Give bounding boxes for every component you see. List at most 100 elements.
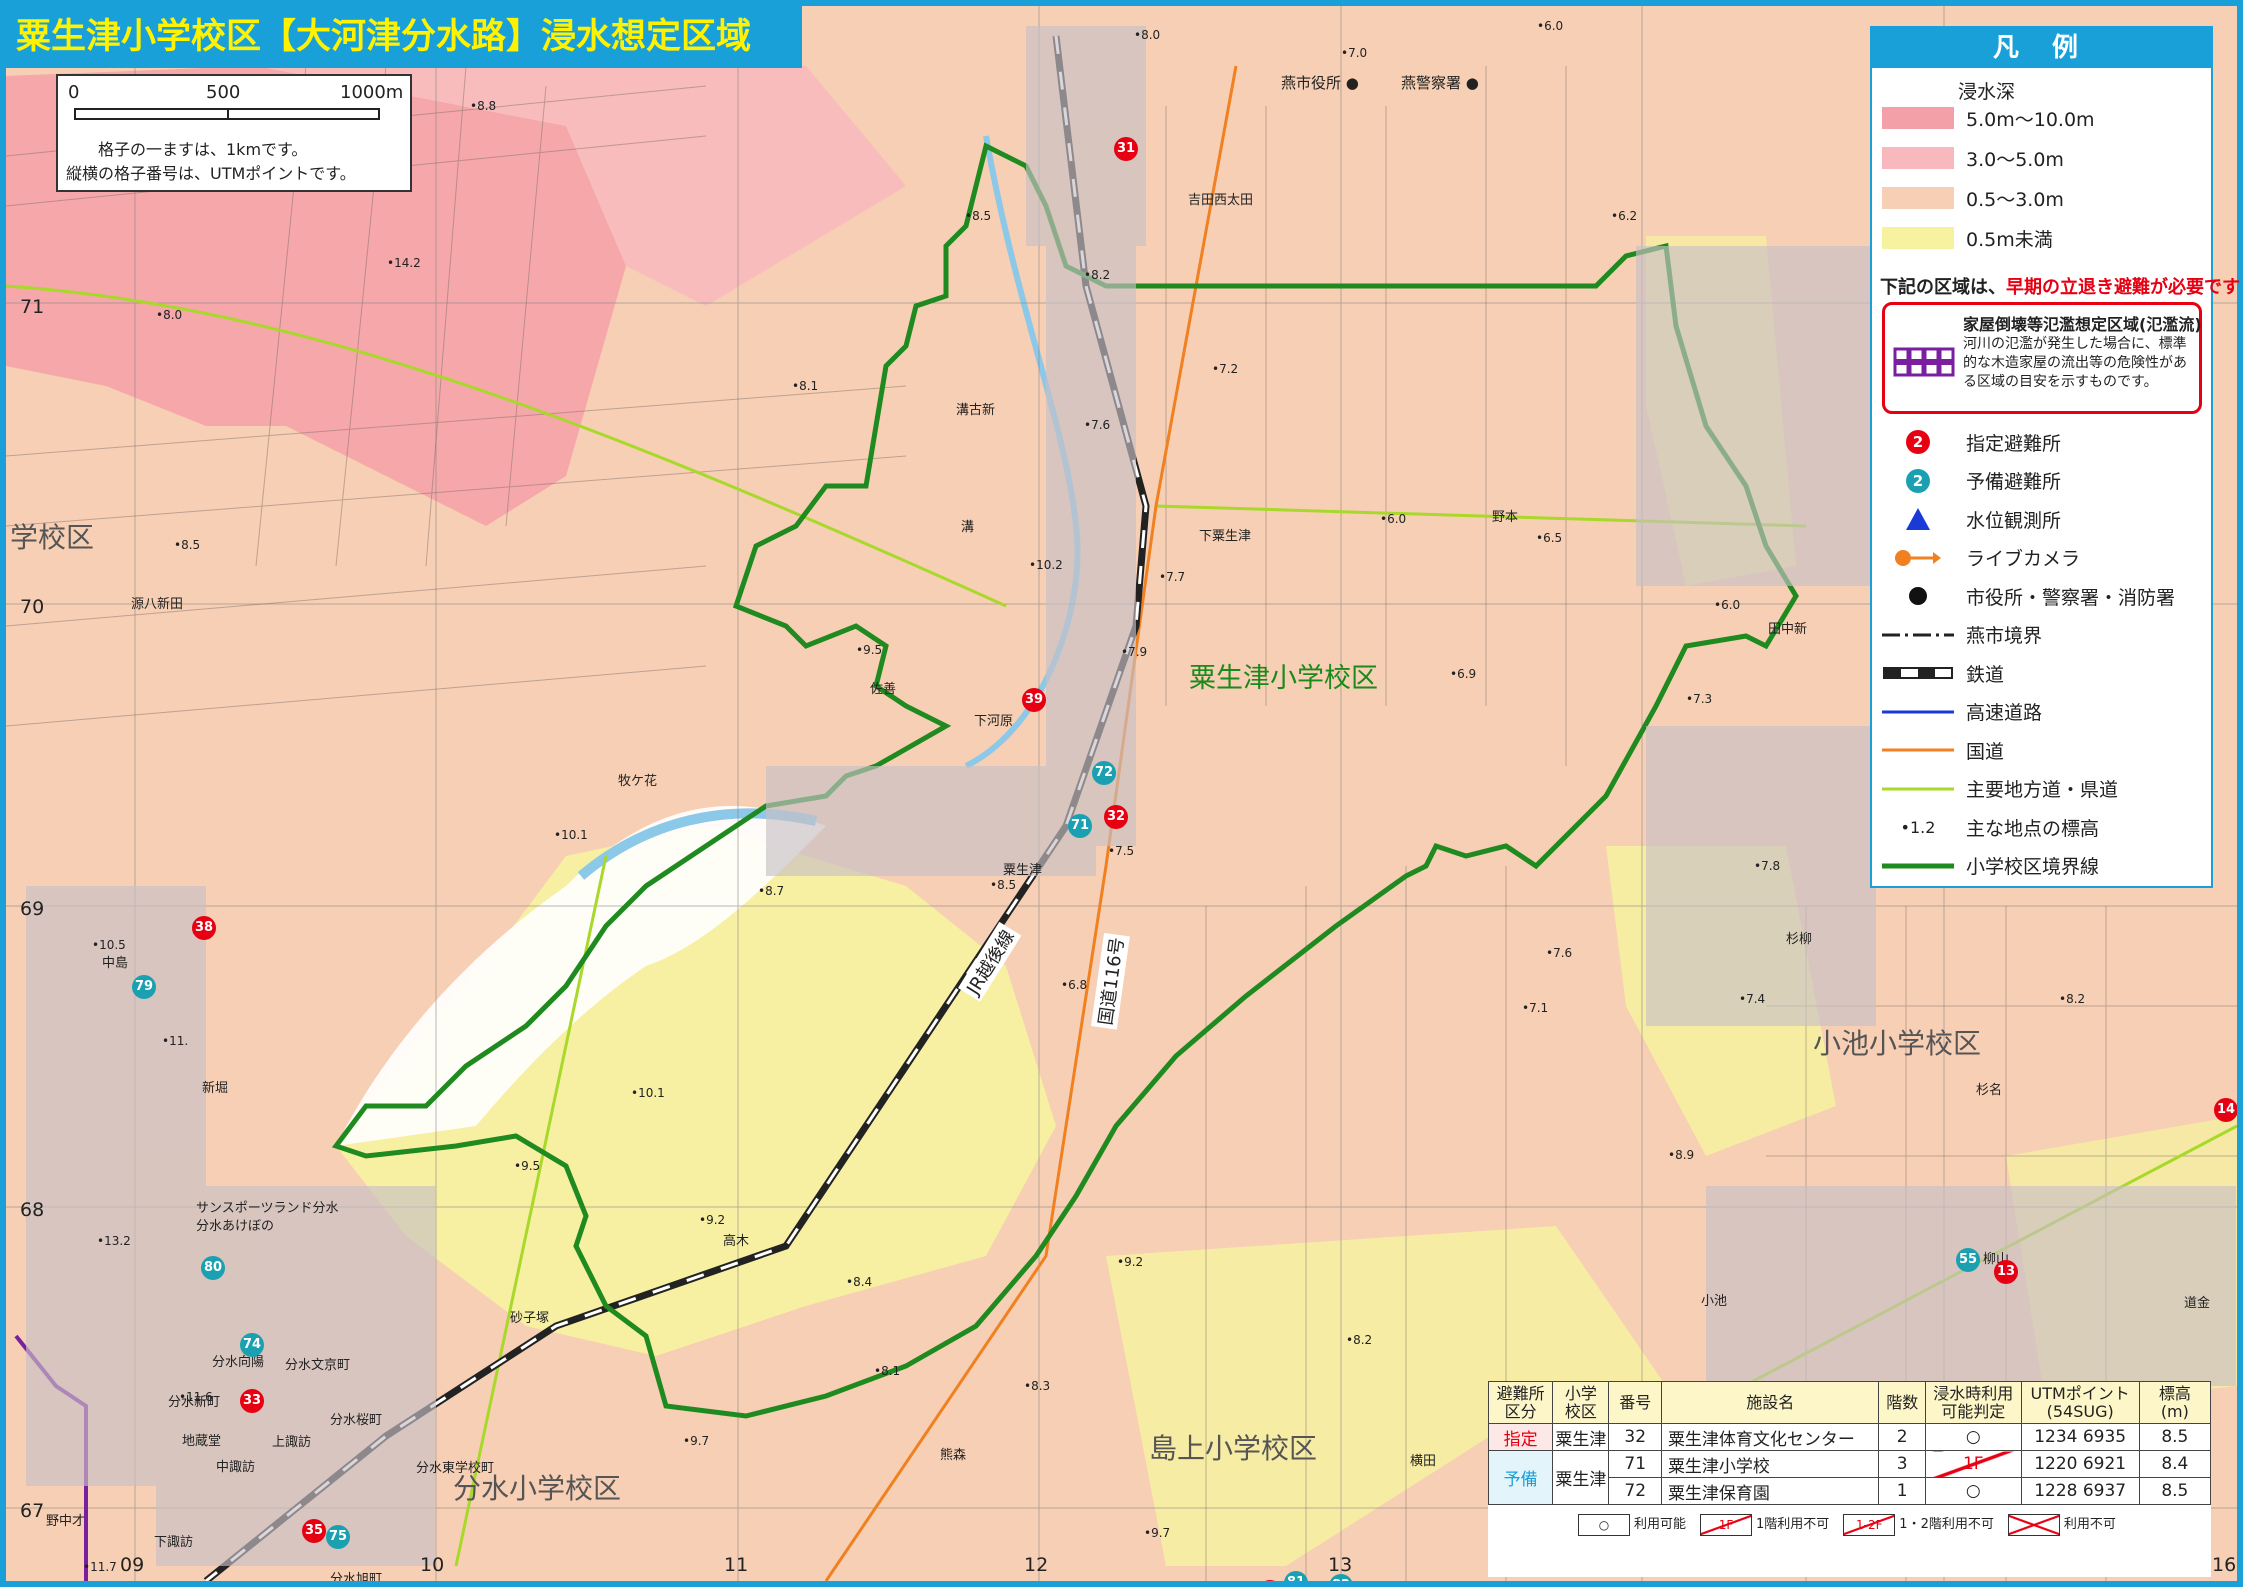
table-header-cell: 避難所区分 — [1487, 1381, 1554, 1424]
legend-warning-emphasis: 早期の立退き避難が必要です — [2006, 277, 2240, 298]
elevation-label: •7.6 — [1084, 418, 1111, 432]
place-label: 杉名 — [1976, 1083, 2003, 1098]
railway-icon — [1882, 659, 1954, 687]
elevation-label: •8.2 — [2059, 992, 2086, 1006]
blue-triangle-icon — [1882, 505, 1954, 533]
reserve-shelter-marker[interactable]: 79 — [132, 975, 156, 999]
red-circle-2-icon: 2 — [1882, 428, 1954, 456]
legend-symbol-label: 国道 — [1966, 740, 2005, 763]
office-name: 燕市役所 — [1281, 74, 1342, 92]
legend-warning: 下記の区域は、早期の立退き避難が必要です — [1880, 273, 2240, 299]
office-dot-icon: ● — [1341, 74, 1359, 92]
prefectural-road-3 — [454, 855, 608, 1567]
office-label: 燕市役所 ● — [1281, 72, 1359, 93]
place-label: 分水あけぼの — [196, 1219, 275, 1234]
elevation-label: •8.5 — [965, 209, 992, 223]
reserve-shelter-marker[interactable]: 81 — [1284, 1571, 1308, 1581]
shelter-name: 粟生津体育文化センター — [1660, 1423, 1880, 1451]
legend-symbol-label: 主な地点の標高 — [1966, 817, 2100, 840]
legend-symbol-item: ライブカメラ — [1882, 544, 2080, 572]
designated-shelter-marker[interactable]: 14 — [2214, 1098, 2237, 1122]
office-dot-icon: ● — [1461, 74, 1479, 92]
scale-box: 0 500 1000m 格子の一ますは、1kmです。 縦横の格子番号は、UTMポ… — [56, 74, 412, 192]
shelter-utm: 1220 6921 — [2020, 1450, 2140, 1478]
shelter-elevation: 8.5 — [2138, 1423, 2212, 1451]
shelter-district: 粟生津 — [1552, 1450, 1610, 1505]
elevation-label: •9.7 — [1144, 1526, 1171, 1540]
reserve-shelter-marker[interactable]: 72 — [1092, 761, 1116, 785]
school-district-label: 分水小学校区 — [453, 1472, 622, 1505]
reserve-shelter-marker[interactable]: 74 — [240, 1333, 264, 1357]
designated-shelter-marker[interactable]: 39 — [1022, 688, 1046, 712]
reserve-shelter-marker[interactable]: 80 — [201, 1256, 225, 1280]
svg-text:2: 2 — [1913, 472, 1923, 490]
place-label: 牧ケ花 — [618, 774, 658, 789]
place-label: 源八新田 — [131, 597, 184, 612]
table-header-cell: 施設名 — [1660, 1381, 1880, 1424]
elevation-sample: •1.2 — [1900, 817, 1936, 837]
designated-shelter-marker[interactable]: 32 — [1104, 805, 1128, 829]
place-label: 分水桜町 — [330, 1413, 383, 1428]
school-district-label: 粟生津小学校区 — [1189, 663, 1378, 694]
shelter-floors: 1 — [1878, 1477, 1926, 1505]
elevation-label: •11.6 — [179, 1390, 213, 1404]
shelter-name: 粟生津保育園 — [1660, 1477, 1880, 1505]
flood-map[interactable]: 粟生津小学校区小池小学校区島上小学校区分水小学校区学校区吉田西太田溝古新溝下粟生… — [6, 6, 2237, 1581]
office-name: 燕警察署 — [1401, 74, 1462, 92]
reserve-shelter-marker[interactable]: 71 — [1068, 814, 1092, 838]
place-label: 中島 — [102, 956, 129, 971]
elevation-label: •6.0 — [1537, 19, 1564, 33]
elevation-label: •8.3 — [1024, 1379, 1051, 1393]
place-label: 佐善 — [870, 682, 897, 697]
shelter-floors: 2 — [1878, 1423, 1926, 1451]
elevation-label: •14.2 — [387, 256, 421, 270]
shelter-floors: 3 — [1878, 1450, 1926, 1478]
designated-shelter-marker[interactable]: 38 — [192, 916, 216, 940]
usage-symbol: 1F — [1700, 1513, 1753, 1536]
reserve-shelter-marker[interactable]: 82 — [1329, 1574, 1353, 1581]
legend-symbol-item: 高速道路 — [1882, 698, 2042, 726]
legend-symbol-item: 市役所・警察署・消防署 — [1882, 582, 2175, 610]
elevation-label: •10.1 — [631, 1086, 665, 1100]
built-up-areas — [26, 26, 2236, 1566]
elevation-label: •8.1 — [874, 1364, 901, 1378]
legend-depth-item: 3.0～5.0m — [1882, 144, 2064, 172]
table-header-cell: 小学校区 — [1552, 1381, 1610, 1424]
elevation-label: •7.9 — [1121, 645, 1148, 659]
place-label: 溝古新 — [956, 403, 996, 418]
designated-shelter-marker[interactable]: 35 — [302, 1519, 326, 1543]
elevation-label: •11. — [162, 1034, 189, 1048]
place-label: 野中才 — [46, 1514, 86, 1529]
designated-shelter-marker[interactable]: 33 — [240, 1389, 264, 1413]
place-label: 分水新町 — [168, 1395, 221, 1410]
legend-symbol-label: 高速道路 — [1966, 702, 2043, 724]
legend-symbol-label: 市役所・警察署・消防署 — [1966, 586, 2176, 609]
usage-symbol — [2007, 1513, 2060, 1536]
legend-collapse-zone-box: 家屋倒壊等氾濫想定区域(氾濫流) 河川の氾濫が発生した場合に、標準的な木造家屋の… — [1882, 302, 2202, 414]
depth-label: 3.0～5.0m — [1966, 148, 2064, 171]
reserve-shelter-marker[interactable]: 55 — [1956, 1248, 1980, 1272]
shelter-number: 32 — [1608, 1423, 1662, 1451]
legend-symbol-item: 燕市境界 — [1882, 621, 2042, 649]
elevation-dot-icon: •1.2 — [1882, 813, 1954, 841]
place-label: 杉柳 — [1786, 932, 1813, 947]
flood-zone-shallow-3 — [1106, 1226, 1666, 1566]
table-header-cell: 標高(m) — [2138, 1381, 2212, 1424]
designated-shelter-marker[interactable]: 31 — [1114, 137, 1138, 161]
elevation-label: •7.6 — [1546, 946, 1573, 960]
legend-symbol-label: 小学校区境界線 — [1966, 856, 2100, 878]
place-label: 分水旭町 — [330, 1572, 383, 1581]
legend-heading: 凡 例 — [1872, 28, 2211, 68]
black-dot-icon — [1882, 582, 1954, 610]
utm-grid-label: 16 — [2212, 1554, 2237, 1576]
depth-label: 0.5～3.0m — [1966, 188, 2064, 211]
depth-swatch — [1882, 227, 1954, 249]
scale-note-utm: 縦横の格子番号は、UTMポイントです。 — [66, 164, 356, 183]
reserve-shelter-marker[interactable]: 75 — [326, 1525, 350, 1549]
designated-shelter-marker[interactable]: 13 — [1994, 1260, 2018, 1284]
designated-shelter-marker[interactable]: 41 — [1258, 1580, 1282, 1581]
legend-symbol-label: 指定避難所 — [1966, 432, 2062, 455]
shelter-category: 予備 — [1487, 1450, 1554, 1505]
